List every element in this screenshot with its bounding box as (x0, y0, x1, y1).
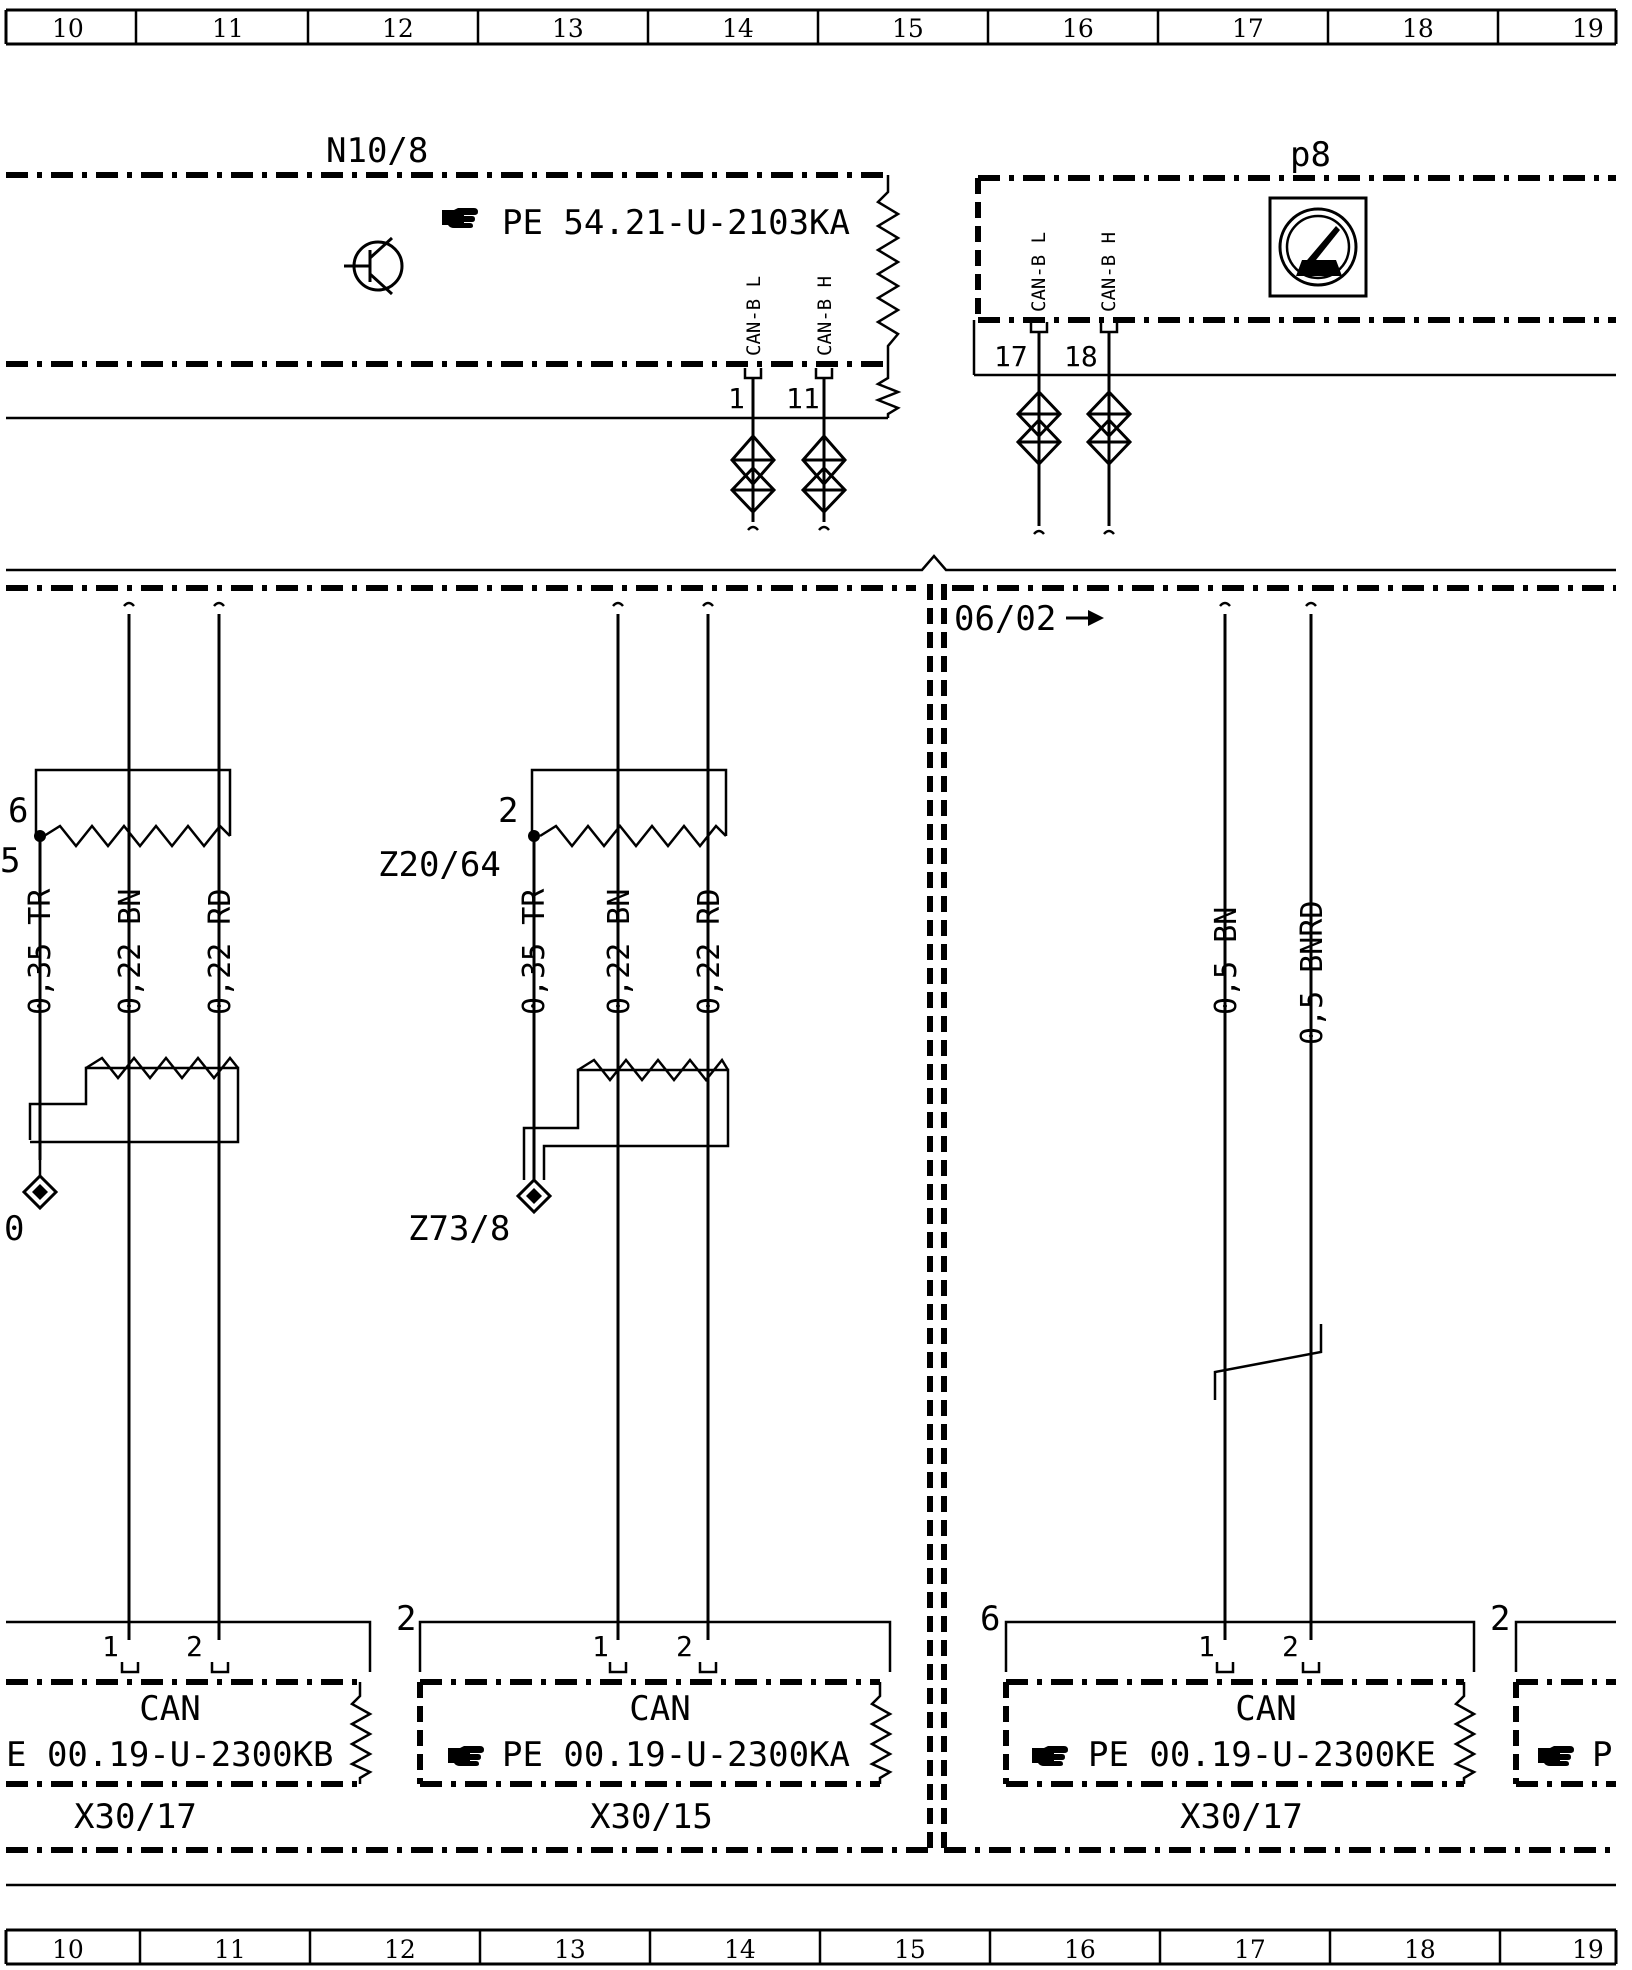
connector-partial-right: 2 P (1490, 1599, 1616, 1787)
splice-diamond-icon (21, 1160, 59, 1211)
splice-diamond-icon (1085, 389, 1133, 535)
connector-ref: PE 00.19-U-2300KA (502, 1735, 850, 1775)
connector-title: CAN (1235, 1689, 1296, 1729)
splice-diamond-icon (515, 1177, 553, 1215)
corner-pin-number: 2 (396, 1599, 416, 1639)
connector-title: CAN (139, 1689, 200, 1729)
pointing-hand-icon (442, 208, 478, 228)
pin-signal: CAN-B L (743, 276, 765, 356)
pin-number: 18 (1064, 340, 1098, 373)
connector-ref: E 00.19-U-2300KB (6, 1735, 334, 1775)
connector-label: X30/17 (1180, 1797, 1303, 1837)
module-p8: p8 CAN-B L 17 CAN-B H 18 (972, 135, 1616, 535)
connector-ref: PE 00.19-U-2300KE (1088, 1735, 1436, 1775)
p8-pin-17: CAN-B L 17 (994, 232, 1050, 392)
shield-pin-number: 2 (498, 791, 518, 831)
grid-col-11: 11 (212, 14, 244, 43)
transistor-icon (344, 236, 404, 296)
pin-number: 1 (102, 1630, 119, 1663)
pin-number: 17 (994, 340, 1028, 373)
grid-col-12: 12 (384, 1935, 416, 1964)
splice-diamond-icon (729, 430, 777, 531)
grid-col-15: 15 (894, 1935, 926, 1964)
pin-number: 1 (728, 382, 745, 415)
grid-col-13: 13 (552, 14, 584, 43)
arrow-right-icon (1066, 610, 1104, 626)
connector-ref: P (1592, 1735, 1612, 1775)
splice-diamond-icon (1015, 389, 1063, 535)
bottom-grid-strip: 10 11 12 13 14 15 16 17 18 19 (4, 1928, 1618, 1966)
n10-8-label: N10/8 (326, 131, 428, 171)
pin-signal: CAN-B H (814, 276, 836, 356)
connector-x30-17-right: 6 1 2 CAN PE 00.19-U-2300KE X30/17 (980, 1599, 1477, 1837)
p8-label: p8 (1290, 135, 1331, 175)
grid-col-18: 18 (1402, 14, 1434, 43)
twisted-pair-1: 6 5 0,35 TR 0,22 BN 0,22 RD 0 (0, 601, 240, 1640)
pin-number: 2 (676, 1630, 693, 1663)
wire-label: 0,22 RD (692, 889, 727, 1015)
wire-label: 0,22 BN (602, 889, 637, 1015)
wire-label: 0,35 TR (517, 888, 552, 1015)
twisted-pair-2: 2 Z20/64 0,35 TR 0,22 BN 0,22 RD Z73/8 (378, 601, 730, 1640)
shield-pin-number: 6 (8, 791, 28, 831)
pin-signal: CAN-B L (1028, 232, 1050, 312)
top-grid-strip: 10 11 12 13 14 15 16 17 18 19 (4, 8, 1618, 46)
pin-number: 2 (186, 1630, 203, 1663)
wire-label: 0,5 BN (1209, 907, 1244, 1015)
grid-col-19: 19 (1572, 14, 1604, 43)
grid-col-10: 10 (52, 14, 84, 43)
splice-diamond-icon (800, 430, 848, 531)
grid-col-14: 14 (722, 14, 754, 43)
pointing-hand-icon (1538, 1746, 1574, 1766)
grid-col-14: 14 (724, 1935, 756, 1964)
section-divider: 06/02 (6, 554, 1616, 1887)
pointing-hand-icon (1032, 1746, 1068, 1766)
wire-label: 0,5 BNRD (1295, 901, 1330, 1046)
gauge-icon (1268, 196, 1368, 298)
connector-label: X30/15 (590, 1797, 713, 1837)
grid-col-11: 11 (214, 1935, 246, 1964)
wire-label: 0,35 TR (23, 888, 58, 1015)
n10-8-pin-1: CAN-B L 1 (728, 276, 765, 430)
grid-col-10: 10 (52, 1935, 84, 1964)
connector-title: CAN (629, 1689, 690, 1729)
z73-8-label: Z73/8 (408, 1209, 510, 1249)
connector-x30-15: 2 1 2 CAN PE 00.19-U-2300KA X30/15 (396, 1599, 893, 1837)
z20-64-label: Z20/64 (378, 845, 501, 885)
wire-label: 0,22 RD (203, 889, 238, 1015)
grid-col-19: 19 (1572, 1935, 1604, 1964)
grid-col-16: 16 (1064, 1935, 1096, 1964)
grid-col-16: 16 (1062, 14, 1094, 43)
splice-label: 0 (4, 1209, 24, 1249)
pin-number: 11 (786, 382, 820, 415)
pin-signal: CAN-B H (1098, 232, 1120, 312)
grid-col-13: 13 (554, 1935, 586, 1964)
corner-pin-number: 2 (1490, 1599, 1510, 1639)
p8-pin-18: CAN-B H 18 (1064, 232, 1120, 392)
pin-number: 1 (592, 1630, 609, 1663)
grid-col-18: 18 (1404, 1935, 1436, 1964)
corner-pin-number: 6 (980, 1599, 1000, 1639)
pin-number: 2 (1282, 1630, 1299, 1663)
crossref-label: 06/02 (954, 599, 1056, 639)
module-n10-8: N10/8 PE 54.21-U-2103KA CAN-B L 1 CAN-B … (6, 131, 902, 531)
grid-col-12: 12 (382, 14, 414, 43)
grid-col-17: 17 (1234, 1935, 1266, 1964)
shield-side-label: 5 (0, 841, 20, 881)
wire-label: 0,22 BN (113, 889, 148, 1015)
pin-number: 1 (1198, 1630, 1215, 1663)
connector-x30-17-left: 1 2 CAN E 00.19-U-2300KB X30/17 (6, 1620, 373, 1837)
grid-col-15: 15 (892, 14, 924, 43)
n10-8-pin-11: CAN-B H 11 (786, 276, 836, 430)
right-wire-pair: 0,5 BN 0,5 BNRD (1209, 601, 1330, 1640)
grid-col-17: 17 (1232, 14, 1264, 43)
n10-8-ref: PE 54.21-U-2103KA (502, 203, 850, 243)
pointing-hand-icon (448, 1746, 484, 1766)
connector-label: X30/17 (74, 1797, 197, 1837)
